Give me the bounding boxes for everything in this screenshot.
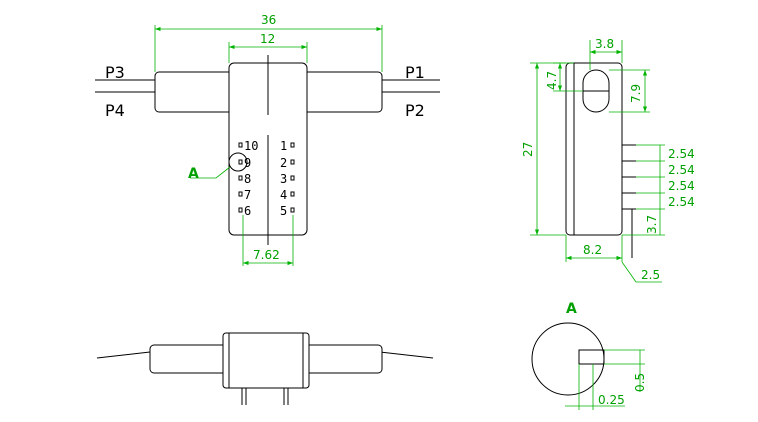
pin-dot: [290, 191, 295, 197]
pin-dot: [290, 175, 295, 181]
callout-leader: [190, 166, 231, 179]
pin-dot: [238, 142, 243, 148]
front-fiber-right: [379, 351, 434, 359]
dim-slot-offset-text: 4.7: [545, 71, 559, 90]
dim-body-width-text: 12: [260, 32, 275, 46]
dim-pitch-text: 2.54: [668, 195, 695, 209]
pin-dot: [290, 142, 295, 148]
dim-pitch-text: 2.54: [668, 163, 695, 177]
dim-detail-width-text: 0.25: [598, 393, 625, 407]
dim-pin-bottom-text: 3.7: [645, 215, 659, 234]
dim-detail-height-text: 0.5: [633, 373, 647, 392]
pin-labels-right: 1 2 3 4 5: [280, 139, 287, 218]
detail-pin: [578, 349, 605, 365]
front-view: [96, 332, 434, 405]
pin-label: 1: [280, 139, 287, 153]
dim-leader: [621, 261, 637, 283]
port-p2-label: P2: [405, 101, 425, 120]
dim-slot-height-text: 7.9: [629, 84, 643, 103]
pin-label: 4: [280, 188, 287, 202]
pin-dot: [290, 207, 295, 213]
pin-dot: [238, 191, 243, 197]
side-view: 3.8 4.7 7.9 27 2.54 2.54 2.54 2.54 3.7: [521, 37, 695, 283]
dim-overall-text: 36: [261, 13, 276, 27]
pin-dot: [238, 159, 243, 165]
pin-label: 5: [280, 204, 287, 218]
pin-dot: [290, 159, 295, 165]
pin-labels-left: 10 9 8 7 6: [244, 139, 258, 218]
pin-dots-left: [238, 142, 243, 213]
dim-pitch-text: 2.54: [668, 147, 695, 161]
pin-label: 3: [280, 172, 287, 186]
side-pins: [621, 144, 636, 210]
front-fiber-left: [96, 351, 151, 359]
left-ferrule: [154, 71, 236, 113]
front-right-ferrule: [301, 344, 383, 374]
dim-pitch-text: 2.54: [668, 179, 695, 193]
pin-label: 8: [244, 172, 251, 186]
front-body: [222, 332, 310, 389]
port-p4-label: P4: [105, 101, 125, 120]
callout-label: A: [188, 166, 199, 182]
dim-side-width-text: 8.2: [583, 243, 602, 257]
pin-label: 6: [244, 204, 251, 218]
top-view: P3 P4 P1 P2 10 9 8 7 6 1 2 3 4 5: [95, 13, 440, 266]
pin-dot: [238, 175, 243, 181]
port-p3-label: P3: [105, 63, 125, 82]
callout-circle: [228, 152, 248, 172]
dim-pin-length-text: 2.5: [641, 268, 660, 282]
pin-dots-right: [290, 142, 295, 213]
port-p1-label: P1: [405, 63, 425, 82]
dim-pin-row-text: 7.62: [253, 248, 280, 262]
pin-label: 10: [244, 139, 258, 153]
pin-dot: [238, 207, 243, 213]
pin-label: 2: [280, 156, 287, 170]
dim-side-top-text: 3.8: [595, 37, 614, 51]
pin-label: 9: [244, 156, 251, 170]
pin-label: 7: [244, 188, 251, 202]
front-left-ferrule: [149, 344, 231, 374]
dim-side-height-text: 27: [521, 142, 535, 157]
detail-a-view: A 0.5 0.25: [531, 301, 647, 410]
detail-a-title: A: [566, 301, 577, 317]
right-ferrule: [299, 71, 383, 113]
